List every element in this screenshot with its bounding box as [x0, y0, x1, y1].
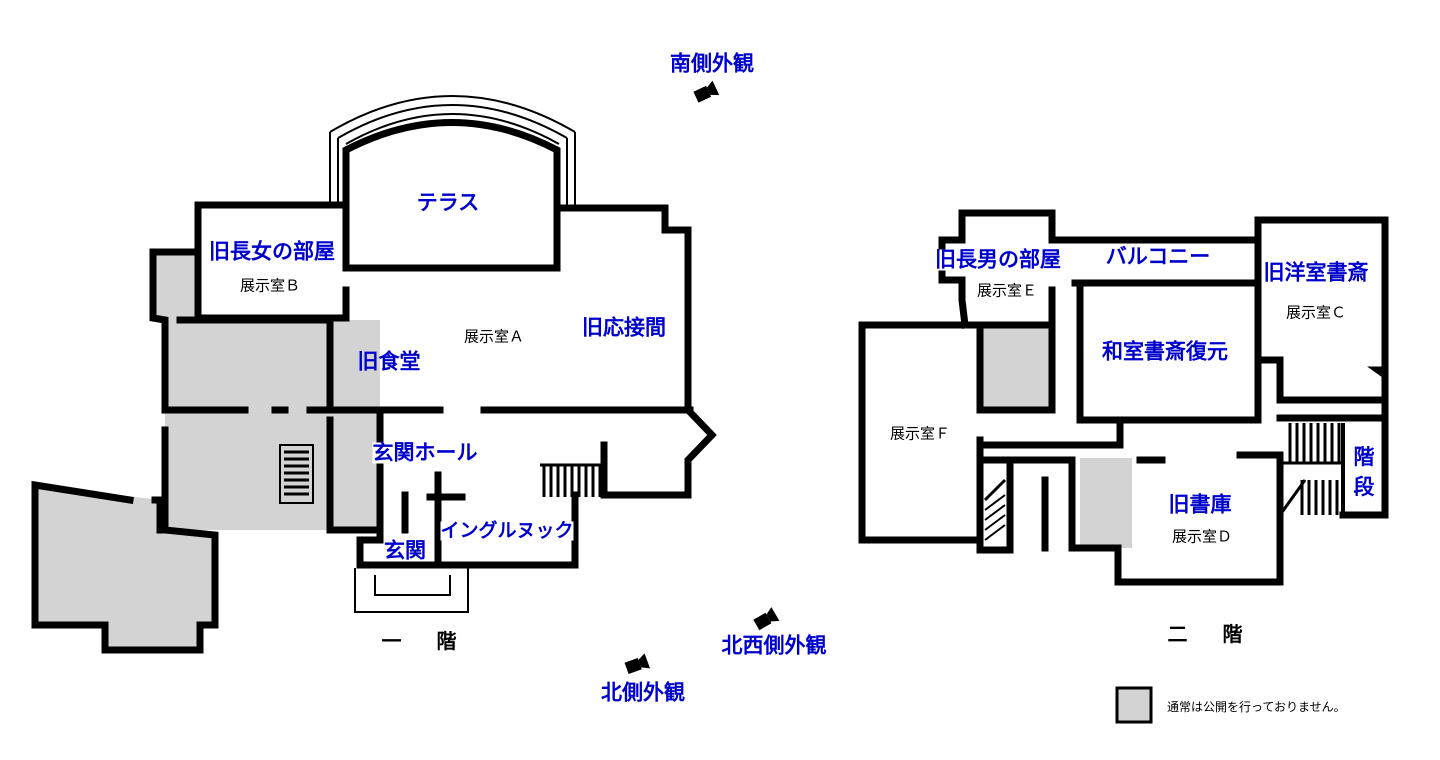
- terrace-label: テラス: [416, 190, 480, 215]
- inglenook-label: イングルヌック: [440, 519, 574, 542]
- western-study-walls: [1254, 216, 1389, 519]
- exhibit-d-label: 展示室Ｄ: [1171, 527, 1233, 546]
- terrace-arch: [329, 95, 576, 205]
- closed-area-f2-lower: [1080, 458, 1132, 548]
- reception-room-label: 旧応接間: [582, 315, 666, 340]
- eldest-daughter-room-label: 旧長女の部屋: [209, 239, 335, 264]
- legend-text: 通常は公開を行っておりません。: [1167, 700, 1346, 714]
- floor1-plan: [31, 95, 717, 654]
- hall-walls: [326, 406, 384, 569]
- northwest-exterior-view-label[interactable]: 北西側外観: [721, 633, 827, 658]
- entrance-walls: [376, 471, 579, 569]
- exhibit-e-label: 展示室Ｅ: [976, 281, 1038, 300]
- entrance-label: 玄関: [384, 538, 426, 563]
- exhibit-a-label: 展示室Ａ: [463, 327, 525, 346]
- north-exterior-view-label[interactable]: 北側外観: [601, 680, 685, 705]
- dining-room-label: 旧食堂: [357, 349, 421, 374]
- old-library-label: 旧書庫: [1168, 492, 1232, 517]
- stairs-floor2-treads: [1278, 423, 1345, 516]
- japanese-study-label: 和室書斎復元: [1102, 339, 1228, 364]
- camera-icon: [693, 80, 720, 103]
- western-study-label: 旧洋室書斎: [1263, 260, 1369, 285]
- closed-area-west: [35, 485, 215, 650]
- balcony-walls: [1048, 211, 1262, 287]
- floor2-label: 二 階: [1167, 622, 1257, 646]
- stairs-floor1-treads: [284, 450, 309, 496]
- stair-room-walls: [976, 414, 1389, 554]
- f2-misc-walls: [1006, 456, 1122, 552]
- stairs-floor1-icon: [279, 444, 314, 504]
- exhibit-f-label: 展示室Ｆ: [889, 424, 951, 443]
- balcony-label: バルコニー: [1105, 244, 1211, 269]
- terrace-walls: [342, 119, 561, 272]
- main-walls-1: [168, 316, 694, 414]
- middle-walls: [976, 416, 1284, 586]
- stairs-hall-treads: [540, 463, 604, 497]
- exhibit-c-label: 展示室Ｃ: [1285, 303, 1347, 322]
- eldest-son-room-label: 旧長男の部屋: [935, 247, 1061, 272]
- south-exterior-view-label[interactable]: 南側外観: [670, 51, 754, 76]
- floor2-plan: [858, 209, 1389, 586]
- stairs-label: 階段: [1353, 445, 1375, 499]
- closed-area-main: [165, 320, 380, 530]
- floor1-label: 一 階: [381, 629, 471, 653]
- stairs-f2-small-treads: [983, 478, 1007, 541]
- entrance-porch: [354, 568, 469, 613]
- legend-swatch: [1115, 686, 1153, 724]
- left-wing-walls: [31, 248, 219, 654]
- closed-area-nw: [150, 252, 195, 320]
- main-walls-2: [553, 204, 717, 499]
- closed-area-f2-upper: [980, 328, 1050, 408]
- camera-icon: [753, 607, 780, 631]
- entrance-hall-label: 玄関ホール: [372, 440, 478, 465]
- camera-icon: [624, 653, 651, 675]
- exhibit-b-label: 展示室Ｂ: [239, 276, 301, 295]
